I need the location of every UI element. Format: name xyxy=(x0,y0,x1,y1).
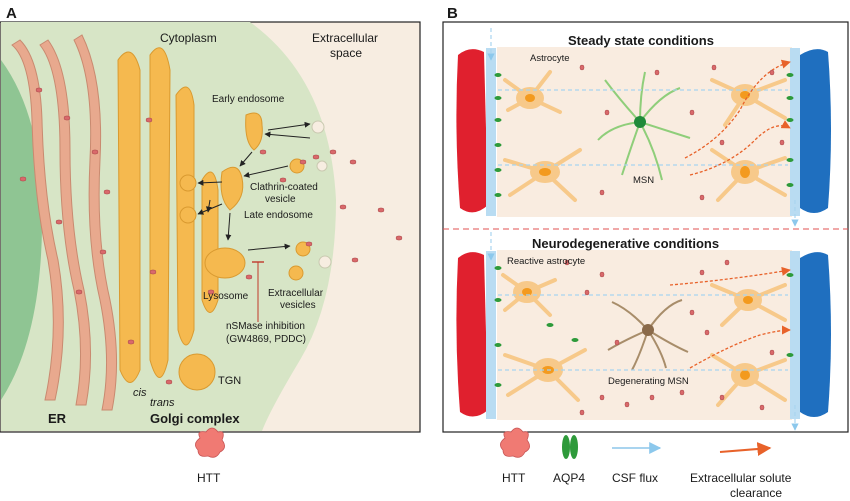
nucleus-region xyxy=(1,60,43,400)
extracellular-space-label: space xyxy=(330,46,362,60)
clearance-paths xyxy=(669,59,791,369)
aqp4-legend-label: AQP4 xyxy=(553,471,585,485)
steady-state-title: Steady state conditions xyxy=(568,33,714,48)
clathrin-vesicle-label: Clathrin-coated xyxy=(250,182,318,193)
aqp4-icon xyxy=(562,435,578,459)
lysosome xyxy=(204,247,246,279)
reactive-astrocyte-label: Reactive astrocyte xyxy=(507,256,585,267)
panel-a-letter: A xyxy=(6,5,17,22)
clearance-legend: Extracellular solute clearance xyxy=(690,442,792,500)
astrocytes xyxy=(501,70,787,407)
perivenous-space xyxy=(790,48,800,419)
artery-neuro xyxy=(456,252,488,417)
legend: HTT HTT AQP4 CSF flux Extracellular solu… xyxy=(195,427,792,500)
ev-label-2: vesicles xyxy=(280,300,316,311)
clearance-legend-label: Extracellular solute xyxy=(690,471,792,485)
htt-particles-a xyxy=(19,87,403,385)
clearance-legend-label-2: clearance xyxy=(730,486,782,500)
csf-flux-lines xyxy=(487,28,799,431)
aqp4-channels xyxy=(494,73,794,387)
msn-label: MSN xyxy=(633,175,654,186)
cis-label: cis xyxy=(133,387,147,399)
er-label: ER xyxy=(48,411,67,426)
artery-steady xyxy=(456,49,488,213)
lysosome-label: Lysosome xyxy=(203,291,249,302)
trans-label: trans xyxy=(150,397,175,409)
extracellular-label: Extracellular xyxy=(312,31,378,45)
golgi-label: Golgi complex xyxy=(150,411,240,426)
degenerating-msn xyxy=(607,299,689,371)
htt-legend-a: HTT xyxy=(195,427,225,485)
htt-legend-b: HTT xyxy=(500,427,530,485)
clearance-arrow-icon xyxy=(719,442,772,456)
tgn-label: TGN xyxy=(218,375,241,387)
panel-b: B Steady state conditions Astrocyte MSN … xyxy=(442,5,849,433)
htt-icon xyxy=(500,427,530,458)
nsmase-label: nSMase inhibition xyxy=(226,321,305,332)
neurodegenerative-title: Neurodegenerative conditions xyxy=(532,236,719,251)
cytoplasm-label: Cytoplasm xyxy=(160,31,217,45)
late-endosome-label: Late endosome xyxy=(244,210,313,221)
astrocyte-label: Astrocyte xyxy=(530,53,570,64)
csf-legend-label: CSF flux xyxy=(612,471,658,485)
early-endosome xyxy=(245,112,263,151)
late-endosome xyxy=(220,166,244,211)
early-endosome-label: Early endosome xyxy=(212,94,285,105)
csf-legend: CSF flux xyxy=(612,442,662,485)
vein-neuro xyxy=(800,252,831,417)
endoplasmic-reticulum xyxy=(11,34,118,411)
arteries xyxy=(456,49,488,417)
htt-icon xyxy=(195,427,225,458)
clathrin-vesicle-label-2: vesicle xyxy=(265,194,296,205)
degenerating-msn-label: Degenerating MSN xyxy=(608,376,689,387)
nsmase-inhibitors-label: (GW4869, PDDC) xyxy=(226,334,306,345)
ev-label: Extracellular xyxy=(268,288,324,299)
periarterial-space xyxy=(486,48,496,419)
htt-legend-label: HTT xyxy=(197,471,221,485)
veins xyxy=(800,49,831,417)
panel-b-letter: B xyxy=(447,5,458,22)
trafficking-arrows xyxy=(197,121,311,251)
membrane-pits xyxy=(311,120,332,269)
htt-legend-label-b: HTT xyxy=(502,471,526,485)
panel-a: A Cytoplasm Extracellular space Early en… xyxy=(0,5,421,433)
htt-particles-b xyxy=(564,64,785,416)
astrocyte-cell xyxy=(710,148,787,202)
aqp4-legend: AQP4 xyxy=(553,435,585,485)
msn-neuron xyxy=(597,71,691,181)
neuro-parenchyma xyxy=(497,250,792,420)
vein-steady xyxy=(800,49,831,213)
